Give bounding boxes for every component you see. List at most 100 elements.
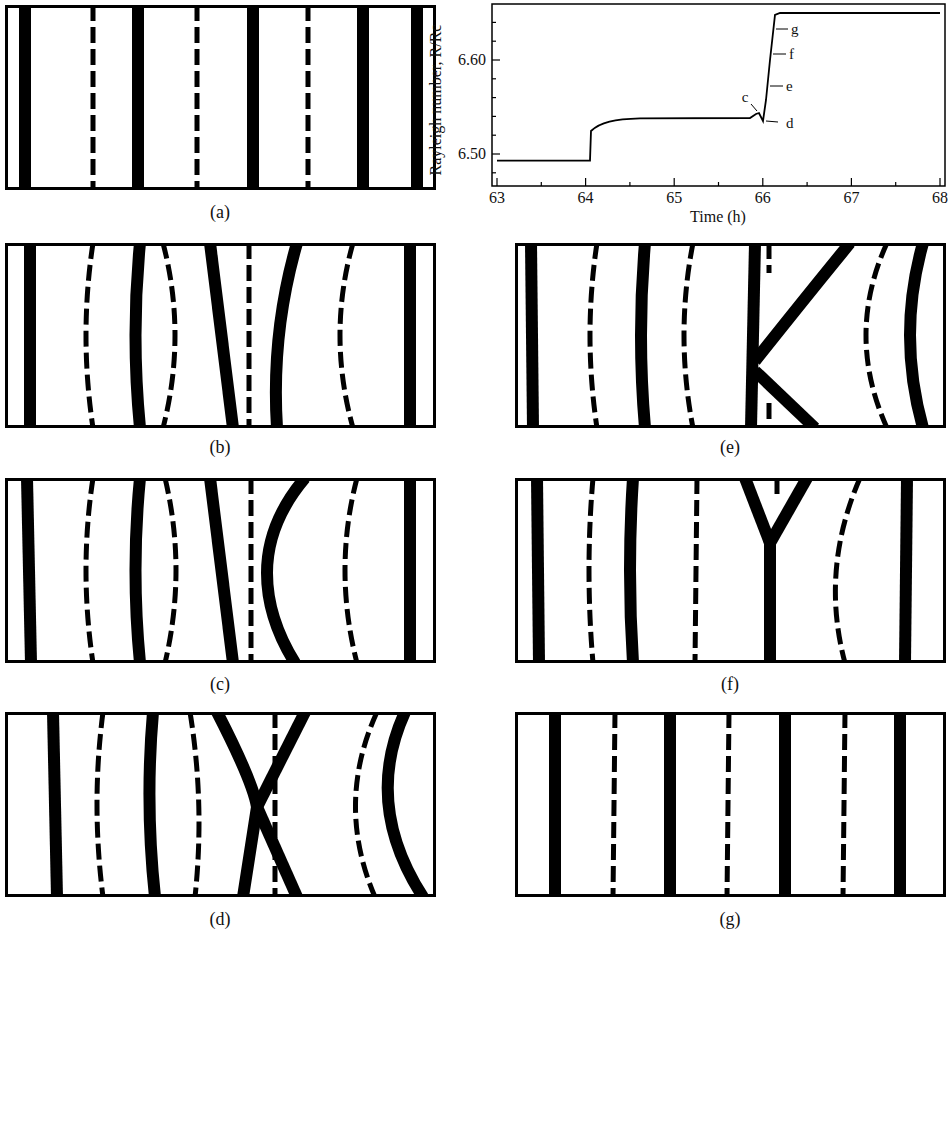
roll-boundary	[905, 478, 907, 663]
panel-label: (d)	[210, 910, 231, 930]
roll-boundary	[684, 243, 693, 428]
roll-boundary	[86, 243, 93, 428]
point-label: e	[786, 78, 793, 95]
panel-frame	[7, 480, 435, 662]
roll-boundary	[910, 243, 923, 428]
roll-boundary	[835, 478, 860, 663]
roll-boundary	[247, 5, 259, 190]
roll-boundary	[404, 243, 416, 428]
tick-label: 68	[932, 189, 948, 207]
panel-label: (c)	[210, 675, 230, 695]
roll-boundary	[531, 243, 533, 428]
point-label: d	[786, 115, 794, 132]
point-label: f	[789, 46, 794, 63]
roll-boundary	[664, 712, 676, 897]
roll-boundary	[755, 243, 850, 361]
roll-boundary	[24, 243, 36, 428]
panel-label: (g)	[720, 910, 741, 930]
axis-title: Rayleigh number, R/Rc	[427, 25, 445, 176]
roll-boundary	[217, 712, 257, 897]
panel-frame	[7, 7, 435, 189]
point-label: g	[791, 21, 799, 38]
roll-boundary	[767, 243, 772, 273]
panel-frame	[7, 714, 435, 896]
data-curve	[497, 13, 940, 161]
roll-boundary	[257, 807, 297, 897]
roll-boundary	[257, 712, 305, 807]
roll-boundary	[163, 243, 175, 428]
roll-boundary	[267, 478, 305, 663]
roll-boundary	[27, 478, 31, 663]
tick-label: 64	[578, 189, 594, 207]
roll-boundary	[276, 243, 297, 428]
panel-label: (e)	[720, 438, 740, 458]
roll-boundary	[695, 478, 697, 663]
roll-boundary	[590, 243, 597, 428]
roll-boundary	[764, 543, 776, 663]
roll-boundary	[97, 712, 103, 897]
roll-boundary	[91, 5, 96, 190]
roll-boundary	[357, 5, 369, 190]
roll-panel	[7, 5, 435, 190]
roll-boundary	[613, 712, 615, 897]
roll-boundary	[630, 478, 633, 663]
panel-frame	[7, 245, 435, 427]
panel-frame	[517, 714, 945, 896]
roll-boundary	[894, 712, 906, 897]
roll-boundary	[306, 5, 311, 190]
roll-boundary	[273, 712, 278, 897]
roll-boundary	[745, 478, 770, 543]
roll-boundary	[641, 243, 645, 428]
roll-boundary	[132, 5, 144, 190]
roll-boundary	[537, 478, 539, 663]
roll-boundary	[136, 243, 141, 428]
roll-boundary	[843, 712, 845, 897]
roll-boundary	[249, 478, 254, 663]
roll-panel	[517, 712, 945, 897]
panel-label: (f)	[721, 675, 739, 695]
roll-boundary	[210, 478, 233, 663]
roll-boundary	[195, 5, 200, 190]
tick-label: 6.50	[458, 145, 486, 163]
plot-frame	[492, 4, 945, 186]
roll-boundary	[549, 712, 561, 897]
roll-boundary	[727, 712, 729, 897]
tick-label: 6.60	[458, 51, 486, 69]
roll-boundary	[388, 712, 423, 897]
roll-panel	[517, 478, 945, 663]
roll-boundary	[247, 243, 252, 428]
panel-label: (a)	[210, 203, 230, 223]
roll-boundary	[165, 478, 176, 663]
roll-panel	[7, 712, 435, 897]
roll-boundary	[751, 243, 755, 428]
roll-boundary	[86, 478, 93, 663]
point-label: c	[742, 89, 749, 106]
roll-boundary	[210, 243, 233, 428]
roll-boundary	[149, 712, 155, 897]
roll-boundary	[53, 712, 57, 897]
roll-panel	[7, 243, 435, 428]
roll-boundary	[19, 5, 31, 190]
roll-boundary	[345, 478, 357, 663]
leader-lines	[751, 29, 788, 122]
tick-label: 65	[666, 189, 682, 207]
axis-title: Time (h)	[690, 208, 746, 226]
roll-boundary	[404, 478, 416, 663]
roll-panel	[7, 478, 435, 663]
tick-label: 63	[489, 189, 505, 207]
roll-panel	[517, 243, 945, 428]
roll-boundary	[355, 712, 377, 897]
tick-label: 66	[755, 189, 771, 207]
roll-boundary	[190, 712, 199, 897]
roll-boundary	[770, 478, 807, 543]
roll-boundary	[589, 478, 593, 663]
roll-boundary	[411, 5, 423, 190]
panel-frame	[517, 245, 945, 427]
roll-boundary	[136, 478, 141, 663]
roll-boundary	[866, 243, 887, 428]
roll-boundary	[767, 403, 772, 428]
roll-boundary	[340, 243, 353, 428]
panel-frame	[517, 480, 945, 662]
panel-label: (b)	[210, 438, 231, 458]
